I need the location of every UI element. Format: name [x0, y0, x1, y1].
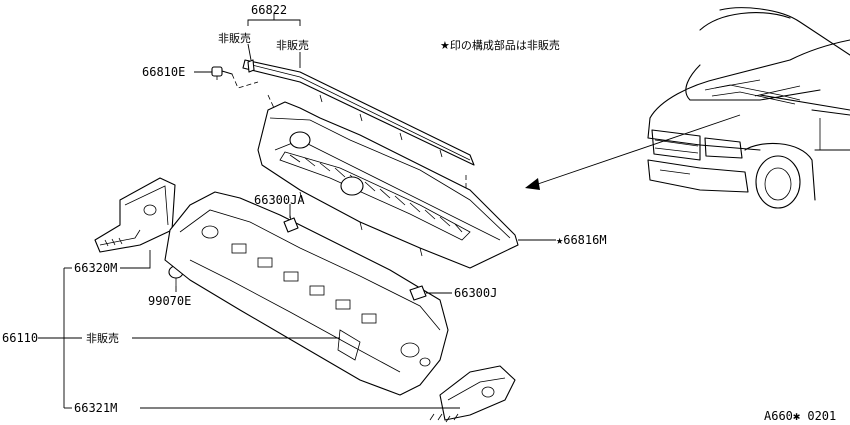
label-66810E: 66810E	[142, 65, 185, 79]
label-66300J: 66300J	[454, 286, 497, 300]
seal-strip-66822	[242, 59, 475, 166]
pin-icon	[247, 59, 255, 73]
clip-66810E	[211, 66, 233, 80]
reference-arrow	[525, 114, 741, 190]
clip-66300J	[409, 285, 427, 301]
clip-66300JA	[283, 217, 299, 233]
cowl-lower-66110	[164, 191, 449, 396]
label-66320M: 66320M	[74, 261, 117, 275]
label-not-for-sale-a: 非販売	[218, 32, 251, 45]
label-66822: 66822	[251, 3, 287, 17]
label-66321M: 66321M	[74, 401, 117, 415]
label-66300JA: 66300JA	[254, 193, 305, 207]
vehicle-illustration	[647, 7, 850, 209]
label-99070E: 99070E	[148, 294, 191, 308]
leader-lines	[38, 14, 556, 409]
label-66816M: ★66816M	[556, 233, 607, 247]
cowl-top-66816M	[257, 101, 519, 269]
label-not-for-sale-b: 非販売	[276, 39, 309, 52]
bracket-66320M	[94, 177, 176, 253]
label-66110: 66110	[2, 331, 38, 345]
footer-code: A660✱ 0201	[764, 409, 836, 423]
bracket-66321M	[429, 365, 516, 423]
note-not-for-sale: ★印の構成部品は非販売	[440, 38, 560, 52]
label-not-for-sale-c: 非販売	[86, 332, 119, 345]
